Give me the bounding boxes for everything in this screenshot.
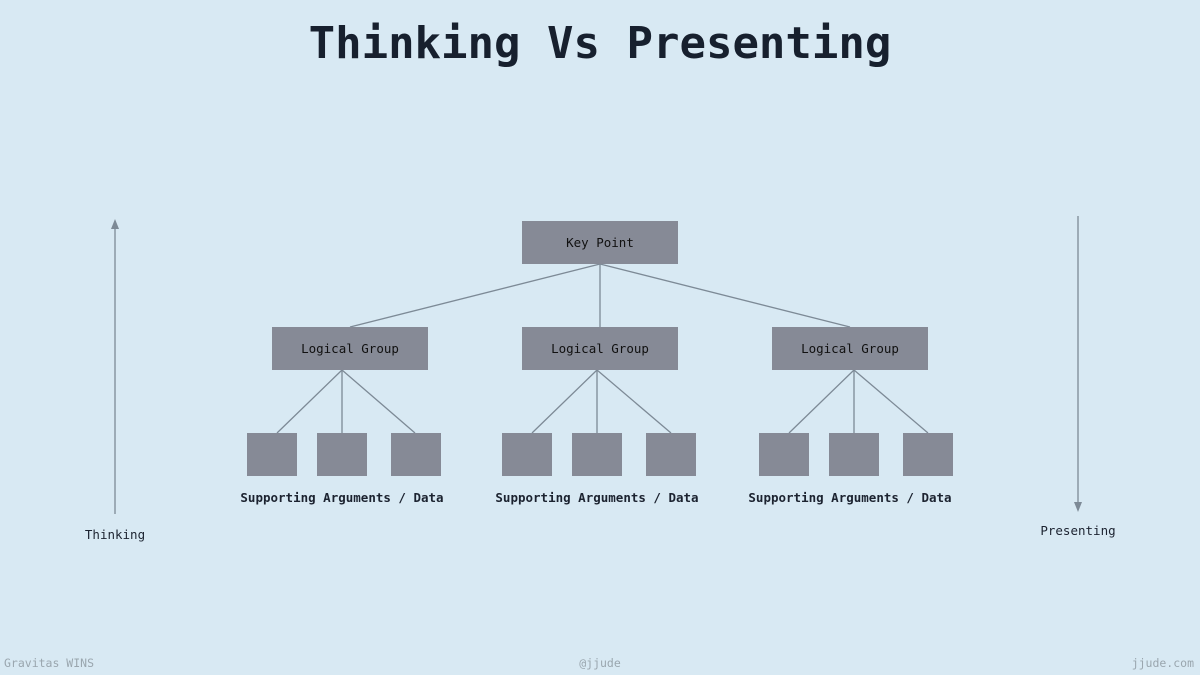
key-point-box: Key Point — [522, 221, 678, 264]
connector — [341, 369, 416, 434]
supporting-caption: Supporting Arguments / Data — [748, 490, 952, 505]
arrow-down-icon — [1074, 502, 1082, 512]
connector — [531, 369, 598, 434]
connector — [599, 263, 851, 328]
supporting-box — [247, 433, 297, 476]
supporting-box — [829, 433, 879, 476]
supporting-box — [317, 433, 367, 476]
logical-group-box: Logical Group — [772, 327, 928, 370]
supporting-box — [391, 433, 441, 476]
supporting-caption: Supporting Arguments / Data — [495, 490, 699, 505]
logical-group-label: Logical Group — [551, 341, 649, 356]
supporting-box — [903, 433, 953, 476]
presenting-label: Presenting — [1040, 523, 1116, 538]
supporting-box — [572, 433, 622, 476]
supporting-box — [646, 433, 696, 476]
connector — [788, 369, 855, 434]
supporting-box — [502, 433, 552, 476]
connector — [596, 369, 672, 434]
key-point-label: Key Point — [566, 235, 634, 250]
footer-site: jjude.com — [1131, 656, 1194, 670]
connector — [276, 369, 343, 434]
logical-group-box: Logical Group — [272, 327, 428, 370]
footer-handle: @jjude — [579, 656, 621, 670]
footer-brand: Gravitas WINS — [4, 656, 95, 670]
page-title: Thinking Vs Presenting — [308, 18, 892, 69]
logical-group-label: Logical Group — [301, 341, 399, 356]
logical-group-box: Logical Group — [522, 327, 678, 370]
thinking-label: Thinking — [84, 527, 146, 542]
connector — [853, 369, 929, 434]
connector — [349, 263, 601, 328]
supporting-box — [759, 433, 809, 476]
arrow-up-icon — [111, 219, 119, 229]
logical-group-label: Logical Group — [801, 341, 899, 356]
supporting-caption: Supporting Arguments / Data — [240, 490, 444, 505]
